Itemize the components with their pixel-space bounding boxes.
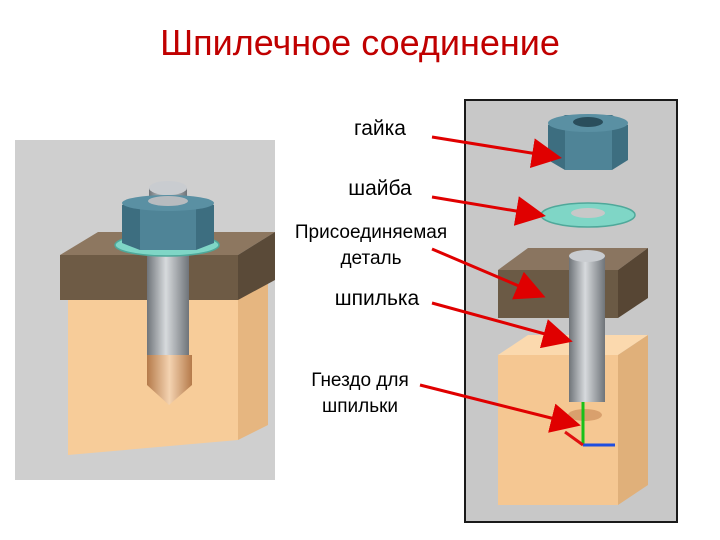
right-clamped-part-side: [618, 248, 648, 318]
right-stud: [569, 256, 605, 402]
right-base-block-side: [618, 335, 648, 505]
left-base-block-side: [238, 280, 268, 440]
label-socket-line1: Гнездо для: [311, 370, 409, 391]
assembled-view: [15, 140, 275, 480]
label-washer: шайба: [348, 177, 412, 200]
label-socket: Гнездо для шпильки: [295, 368, 425, 420]
arrow-nut: [431, 135, 562, 168]
label-socket-line2: шпильки: [321, 396, 399, 417]
left-stud-shaft: [147, 245, 189, 355]
arrow-clamped-part: [431, 247, 546, 300]
label-clamped-part-line2: деталь: [340, 248, 402, 269]
arrow-socket: [419, 383, 581, 433]
slide-title: Шпилечное соединение: [160, 22, 560, 63]
label-clamped-part: Присоединяемая деталь: [276, 220, 466, 272]
callout-arrows: [419, 135, 581, 433]
label-clamped-part-line1: Присоединяемая: [294, 222, 448, 243]
label-stud: шпилька: [334, 287, 420, 310]
arrow-stud: [431, 301, 573, 349]
axis-z-icon: [564, 430, 584, 447]
left-clamped-part-side: [238, 232, 275, 300]
arrow-washer: [431, 195, 546, 226]
left-stud-top-cap: [149, 181, 187, 195]
label-nut: гайка: [354, 117, 406, 140]
right-socket: [568, 409, 602, 421]
right-stud-top: [569, 250, 605, 262]
left-socket-hole: [147, 355, 192, 405]
